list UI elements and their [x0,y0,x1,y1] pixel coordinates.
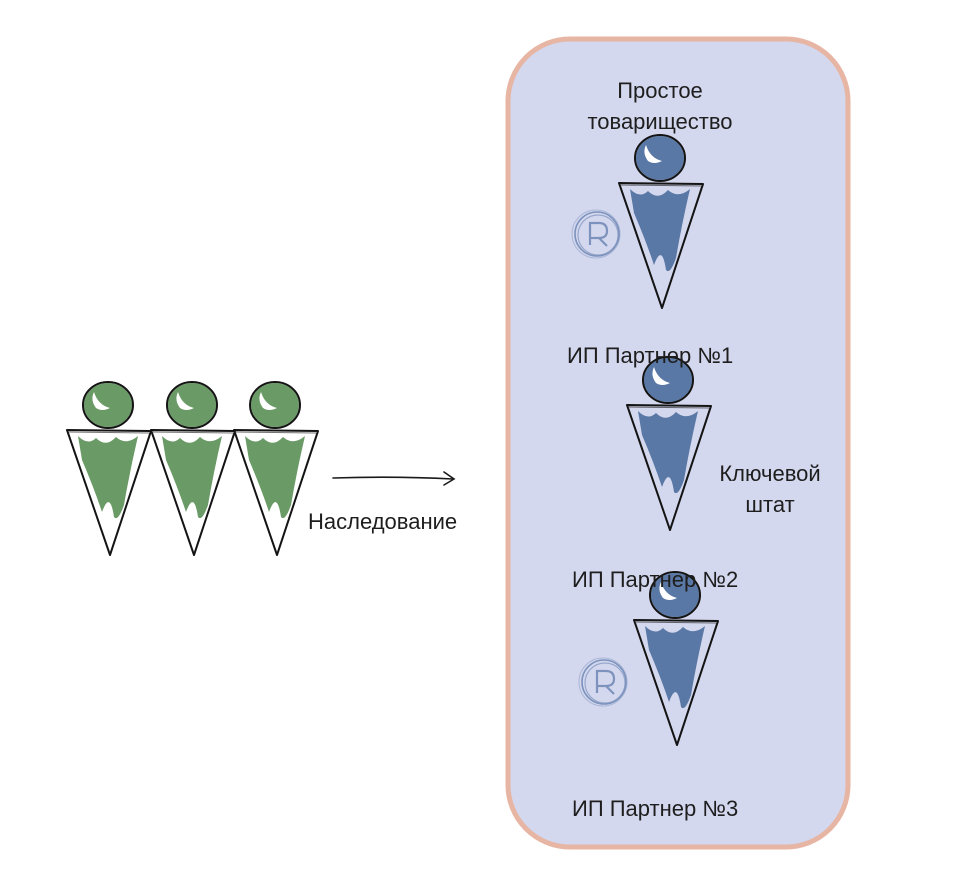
heirs-group [66,381,319,556]
registered-trademark-icon [578,657,628,707]
heir-person-icon [233,381,319,556]
partner-2-label: ИП Партнер №2 [572,567,739,592]
registered-trademark-icon [571,209,621,259]
partner-3-person-icon [633,571,719,746]
inheritance-label: Наследование [308,509,458,534]
arrow-right-icon [332,471,456,486]
heir-person-icon [66,381,152,556]
key-staff-label: Ключевой штат [719,461,821,517]
heir-person-icon [150,381,236,556]
partnership-title: Простое товарищество [587,78,733,134]
partner-2-person-icon [626,356,712,531]
partner-1-label: ИП Партнер №1 [567,343,734,368]
partner-3-label: ИП Партнер №3 [572,796,739,821]
partner-1-person-icon [618,134,704,309]
